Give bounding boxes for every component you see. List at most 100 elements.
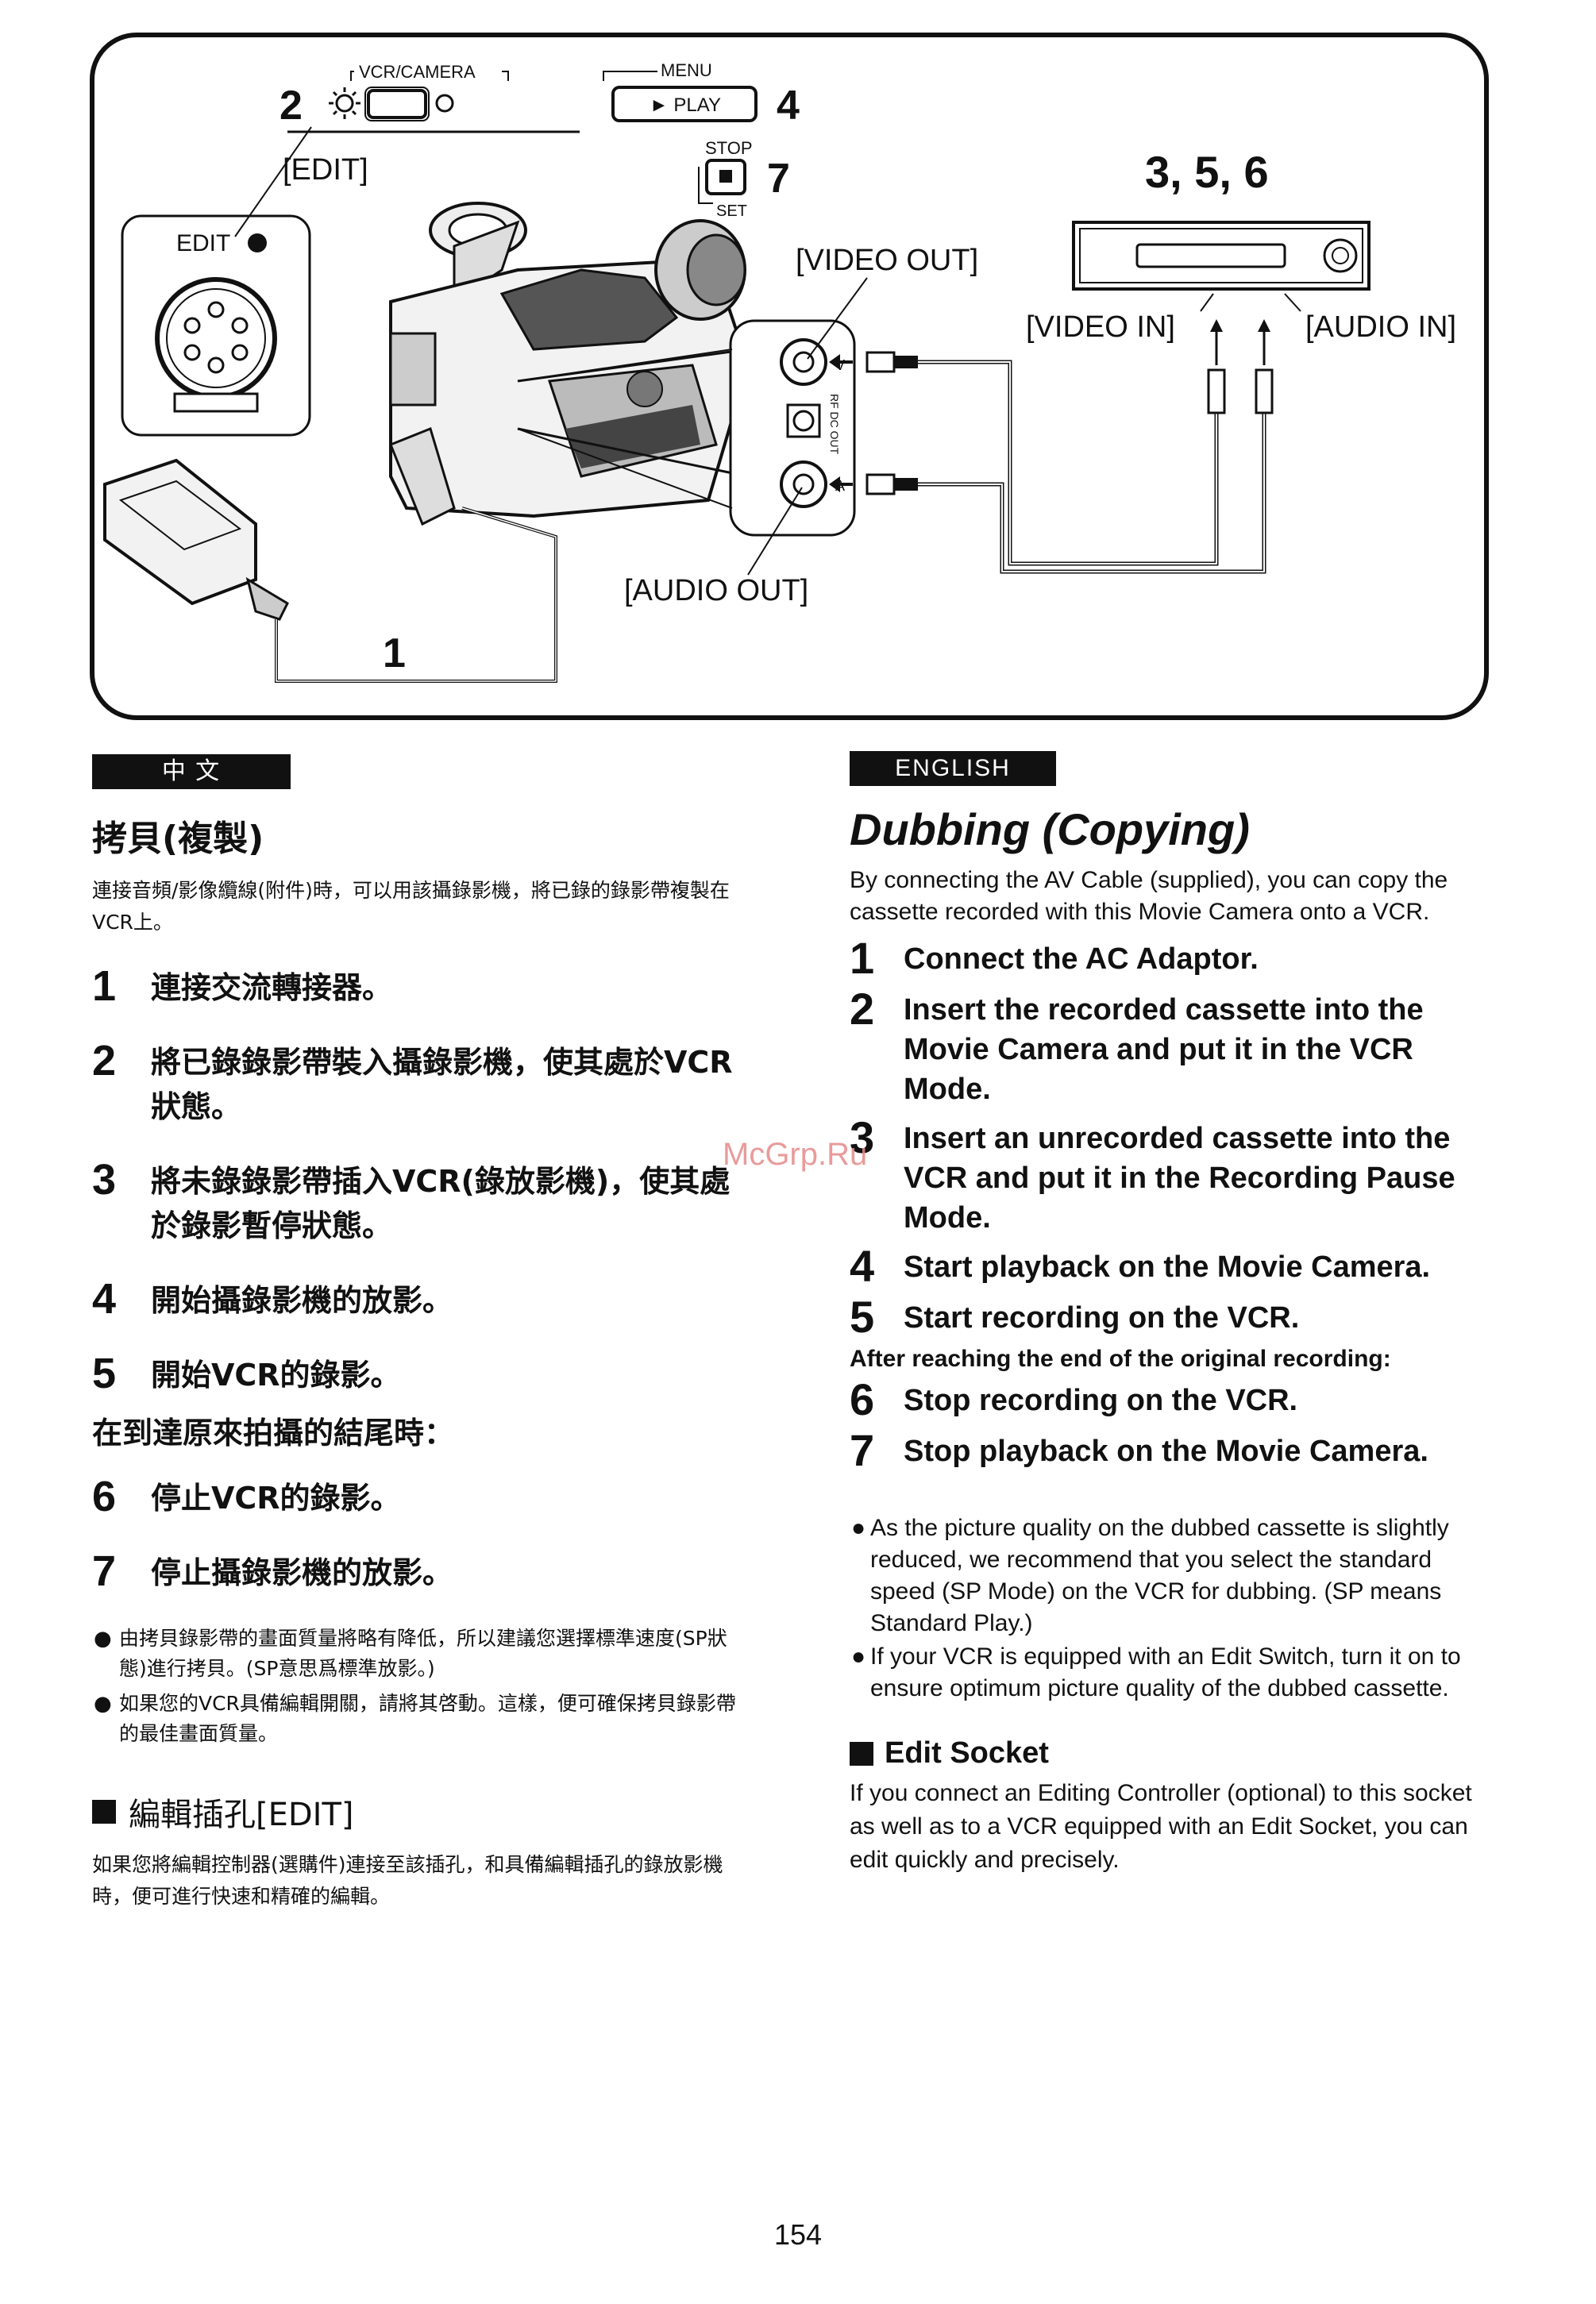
step-text: 開始攝錄影機的放影。 [151,1283,453,1318]
en-step-6: 6 Stop recording on the VCR. [850,1377,1485,1422]
step-text: Start playback on the Movie Camera. [904,1250,1431,1284]
svg-text:[AUDIO OUT]: [AUDIO OUT] [624,574,808,607]
en-step-4: 4 Start playback on the Movie Camera. [850,1244,1485,1289]
svg-text:1: 1 [383,630,406,676]
ac-adaptor-illustration: 1 [103,458,557,683]
en-step-1: 1 Connect the AC Adaptor. [850,936,1485,981]
svg-text:RF DC OUT: RF DC OUT [828,394,841,455]
av-cable-illustration [829,319,1274,574]
svg-text:SET: SET [716,202,747,220]
chinese-language-label: 中 文 [161,758,222,784]
zh-step-2: 2 將已錄錄影帶裝入攝錄影機，使其處於VCR狀態。 [92,1037,751,1129]
english-section: Dubbing (Copying) By connecting the AV C… [850,803,1485,1877]
step-text: 停止VCR的錄影。 [151,1481,401,1516]
step-text: Stop recording on the VCR. [904,1384,1298,1417]
english-title: Dubbing (Copying) [850,804,1250,854]
step-number: 1 [92,962,117,1010]
bullet-icon: ● [851,1515,866,1541]
svg-text:VCR/CAMERA: VCR/CAMERA [359,62,476,82]
step-text: 開始VCR的錄影。 [151,1358,401,1393]
step-text: Insert an unrecorded cassette into the V… [904,1122,1455,1235]
step-number: 3 [92,1156,117,1204]
chinese-section: 拷貝(複製) 連接音頻/影像纜線(附件)時，可以用該攝錄影機，將已錄的錄影帶複製… [92,810,751,1913]
svg-text:[VIDEO IN]: [VIDEO IN] [1026,310,1175,344]
svg-text:[EDIT]: [EDIT] [283,153,368,187]
svg-text:3, 5, 6: 3, 5, 6 [1145,147,1269,197]
zh-step-1: 1 連接交流轉接器。 [92,962,751,1010]
square-bullet-icon [850,1741,873,1766]
step-number: 6 [850,1374,875,1424]
step-text: Connect the AC Adaptor. [904,942,1259,976]
square-bullet-icon [92,1800,116,1824]
en-note: ●If your VCR is equipped with an Edit Sw… [850,1641,1485,1705]
page-number: 154 [773,2218,823,2251]
step-number: 5 [92,1350,117,1397]
en-edit-socket-heading: Edit Socket [850,1736,1485,1770]
zh-step-5: 5 開始VCR的錄影。 [92,1350,751,1397]
zh-step-7: 7 停止攝錄影機的放影。 [92,1547,751,1595]
bullet-icon: ● [94,1627,112,1651]
english-intro: By connecting the AV Cable (supplied), y… [850,867,1448,925]
zh-step-3: 3 將未錄錄影帶插入VCR(錄放影機)，使其處於錄影暫停狀態。 [92,1156,751,1248]
zh-edit-socket-heading: 編輯插孔[EDIT] [92,1789,751,1835]
vcr-camera-switch: VCR/CAMERA 2 [279,62,580,133]
en-step-2: 2 Insert the recorded cassette into the … [850,987,1485,1109]
step-text: 停止攝錄影機的放影。 [151,1555,453,1590]
svg-text:[VIDEO OUT]: [VIDEO OUT] [796,244,978,277]
svg-text:[AUDIO IN]: [AUDIO IN] [1305,310,1456,344]
zh-edit-socket-body: 如果您將編輯控制器(選購件)連接至該插孔，和具備編輯插孔的錄放影機時，便可進行快… [92,1853,723,1908]
step-number: 2 [850,984,875,1034]
zh-after-label: 在到達原來拍攝的結尾時： [92,1416,455,1451]
svg-text:4: 4 [777,83,800,129]
en-after-label: After reaching the end of the original r… [850,1346,1391,1372]
svg-text:EDIT: EDIT [176,230,230,256]
svg-text:► PLAY: ► PLAY [650,94,721,116]
en-step-5: 5 Start recording on the VCR. [850,1295,1485,1339]
en-edit-socket-body: If you connect an Editing Controller (op… [850,1780,1472,1873]
bullet-icon: ● [94,1692,112,1716]
step-number: 4 [850,1241,875,1291]
step-number: 3 [850,1112,875,1162]
svg-text:STOP: STOP [705,138,753,158]
chinese-language-bar: 中 文 [92,754,291,789]
english-language-bar: ENGLISH [850,751,1056,786]
step-number: 7 [850,1425,875,1475]
bullet-icon: ● [851,1643,866,1670]
zh-note: ●由拷貝錄影帶的畫面質量將略有降低，所以建議您選擇標準速度(SP狀態)進行拷貝。… [92,1624,751,1684]
dubbing-connection-diagram: VCR/CAMERA 2 MENU ► PLAY [89,32,1490,721]
zh-note: ●如果您的VCR具備編輯開關，請將其啓動。這樣，便可確保拷貝錄影帶的最佳畫面質量… [92,1689,751,1749]
en-step-7: 7 Stop playback on the Movie Camera. [850,1428,1485,1473]
english-language-label: ENGLISH [895,755,1011,781]
svg-text:2: 2 [279,83,303,129]
step-number: 6 [92,1473,117,1520]
step-number: 4 [92,1275,117,1323]
en-notes: ●As the picture quality on the dubbed ca… [850,1512,1485,1705]
chinese-intro: 連接音頻/影像纜線(附件)時，可以用該攝錄影機，將已錄的錄影帶複製在VCR上。 [92,879,730,934]
step-text: 將未錄錄影帶插入VCR(錄放影機)，使其處於錄影暫停狀態。 [151,1164,731,1243]
chinese-title: 拷貝(複製) [92,819,264,859]
zh-notes: ●由拷貝錄影帶的畫面質量將略有降低，所以建議您選擇標準速度(SP狀態)進行拷貝。… [92,1624,751,1749]
en-note: ●As the picture quality on the dubbed ca… [850,1512,1485,1639]
step-number: 2 [92,1037,117,1085]
menu-play-button: MENU ► PLAY 4 [603,60,800,129]
step-text: 連接交流轉接器。 [151,970,393,1005]
step-text: Insert the recorded cassette into the Mo… [904,993,1424,1106]
lamp-icon [329,87,360,119]
watermark: McGrp.Ru [723,1137,868,1172]
step-number: 1 [850,933,875,983]
en-step-3: 3 Insert an unrecorded cassette into the… [850,1115,1485,1238]
step-number: 5 [850,1292,875,1342]
svg-text:MENU: MENU [661,60,712,80]
stop-set-button: STOP SET 7 [698,138,790,220]
step-text: 將已錄錄影帶裝入攝錄影機，使其處於VCR狀態。 [151,1045,733,1124]
edit-socket-inset: EDIT [121,126,312,437]
vcr-illustration: 3, 5, 6 [1072,147,1370,291]
movie-camera-illustration [389,202,750,526]
zh-step-4: 4 開始攝錄影機的放影。 [92,1275,751,1323]
step-text: Start recording on the VCR. [904,1301,1300,1335]
step-text: Stop playback on the Movie Camera. [904,1435,1428,1468]
zh-step-6: 6 停止VCR的錄影。 [92,1473,751,1520]
step-number: 7 [92,1547,117,1595]
av-output-jack-panel: V RF DC OUT A [729,319,856,537]
svg-text:7: 7 [767,156,790,202]
